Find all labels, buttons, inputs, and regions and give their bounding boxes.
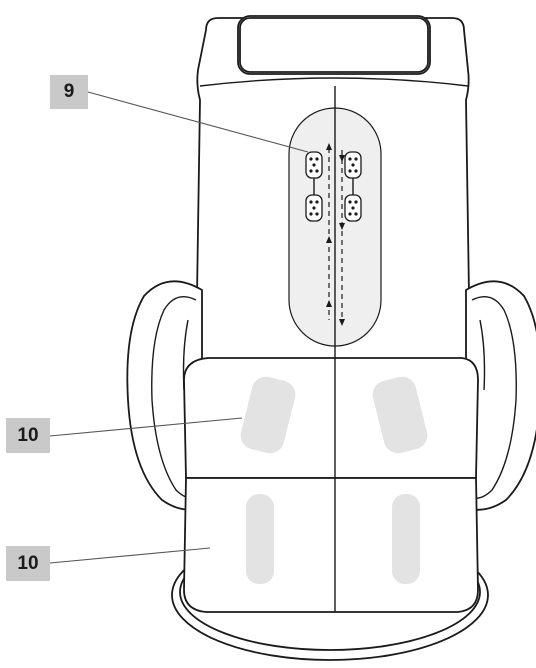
leader-line-10-seat <box>49 417 243 437</box>
right-armrest <box>465 280 536 511</box>
left-armrest <box>126 280 203 511</box>
leader-line-9 <box>87 91 309 153</box>
callout-label-10-leg: 10 <box>6 546 50 581</box>
leader-line-10-leg <box>49 547 211 564</box>
headrest <box>237 15 431 75</box>
massage-rollers <box>305 151 362 222</box>
callout-label-9: 9 <box>50 75 88 109</box>
seat-cushion <box>183 357 479 479</box>
leg-rest <box>183 477 479 613</box>
back-massage-zone <box>288 107 382 347</box>
callout-label-10-seat: 10 <box>6 418 50 453</box>
